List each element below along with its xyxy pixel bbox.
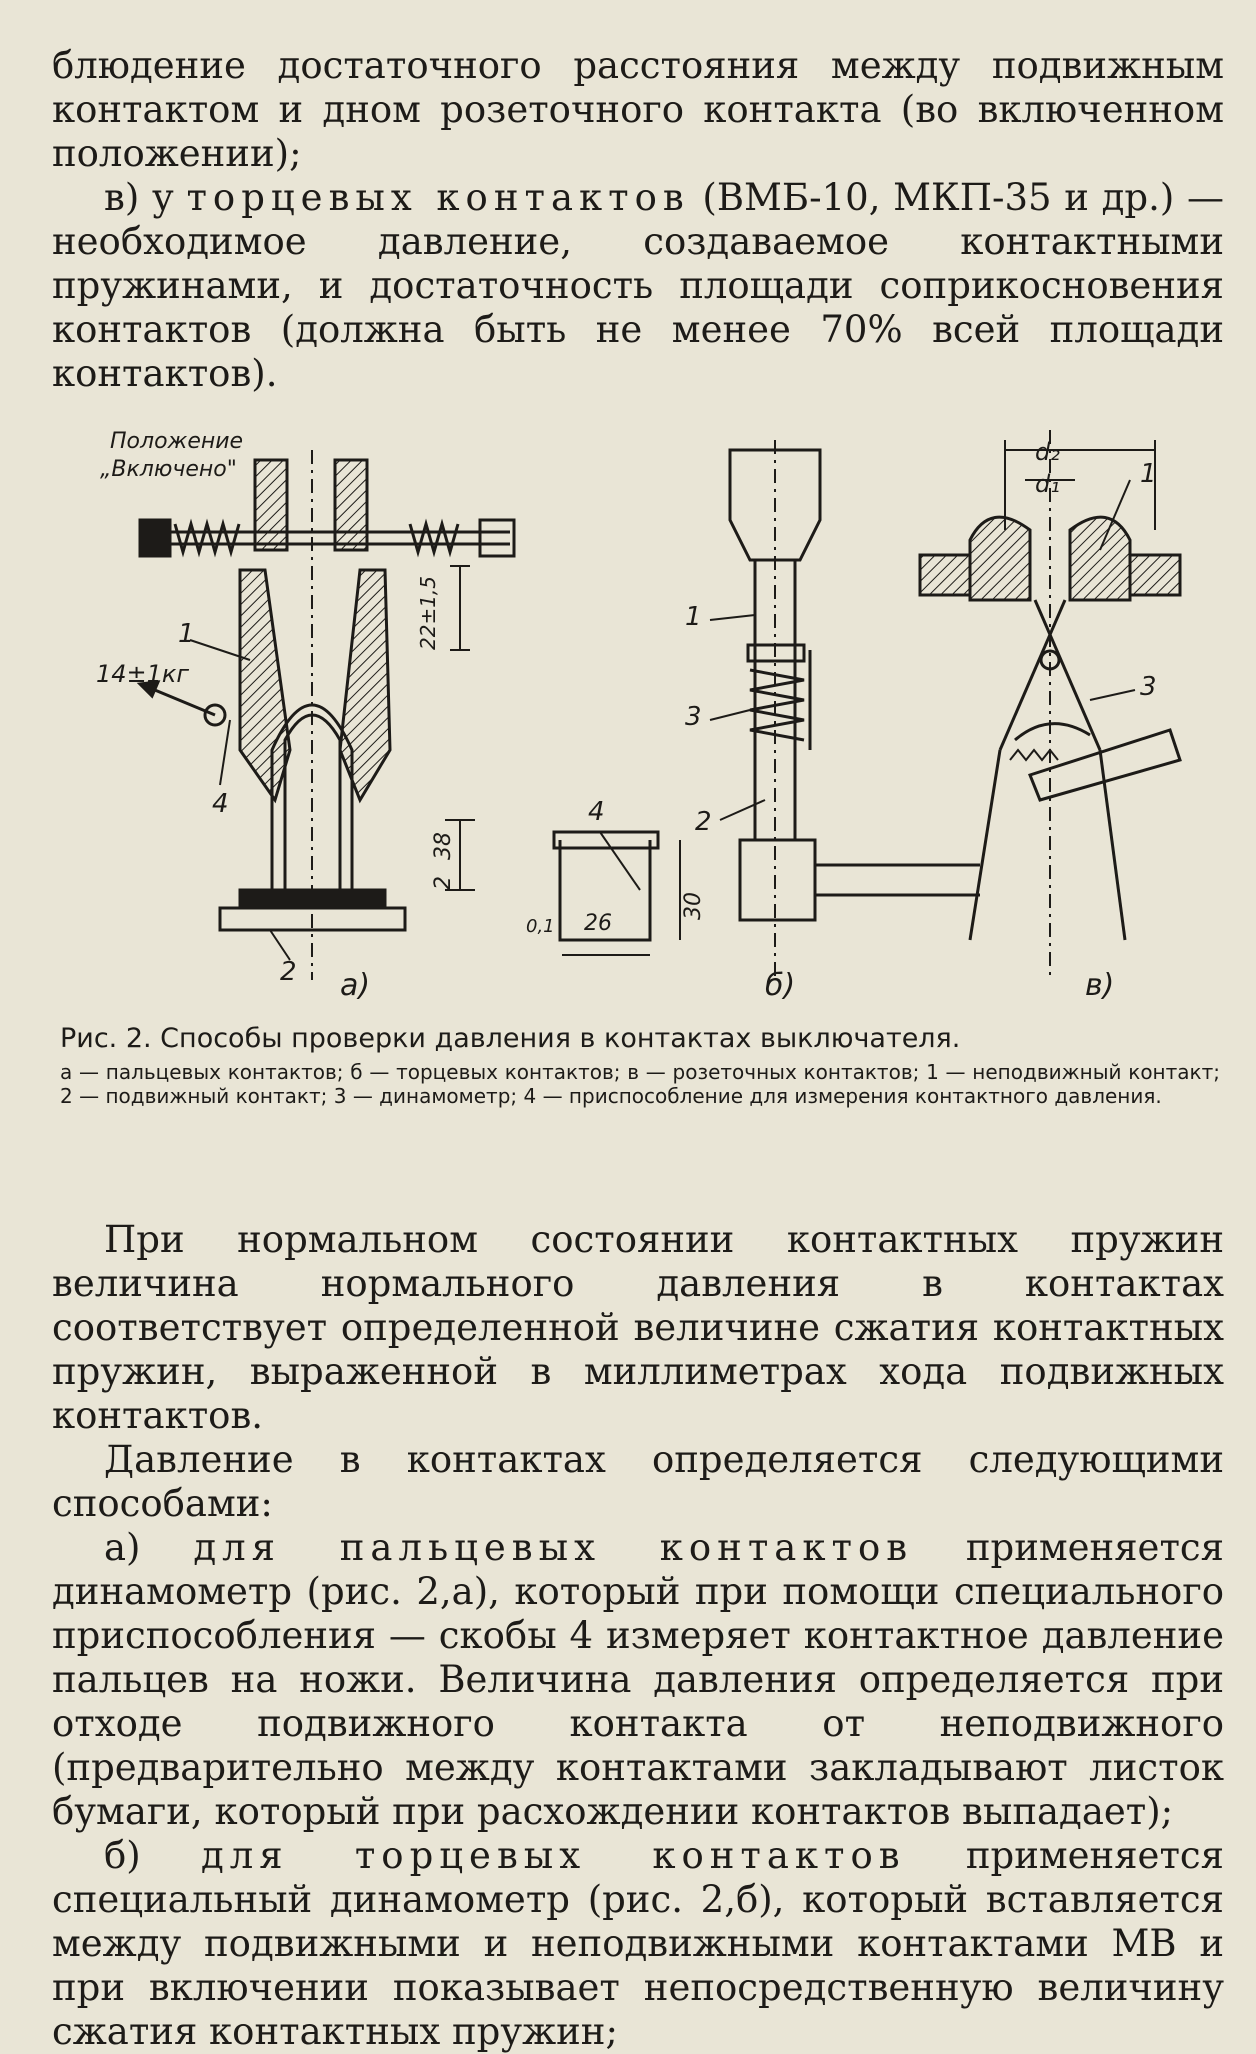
item-body: применяется динамометр (рис. 2,а), котор… bbox=[52, 1526, 1224, 1833]
label-2b: 2 bbox=[695, 807, 712, 837]
paragraph-4: Давление в контактах определяется следую… bbox=[52, 1438, 1224, 1525]
label-3v: 3 bbox=[1140, 672, 1157, 702]
label-force: 14±1кг bbox=[96, 660, 189, 688]
item-prefix: в) у bbox=[104, 176, 187, 219]
spaced-term: для пальцевых контактов bbox=[193, 1526, 914, 1569]
figure-b bbox=[709, 440, 980, 980]
dim-38: 38 bbox=[431, 832, 456, 860]
paragraph-6: б) для торцевых контактов применяется сп… bbox=[52, 1834, 1224, 2054]
paragraph-1: блюдение достаточного расстояния между п… bbox=[52, 44, 1224, 175]
label-1a: 1 bbox=[178, 619, 195, 649]
label-3b: 3 bbox=[685, 702, 702, 732]
item-prefix: б) bbox=[104, 1834, 201, 1877]
figure-drawing: Положение „Включено" 14±1кг 22±1,5 38 2 … bbox=[96, 429, 1182, 1003]
dim-26: 26 bbox=[584, 911, 612, 936]
top-text-block: блюдение достаточного расстояния между п… bbox=[52, 44, 1224, 396]
figure-2: Положение „Включено" 14±1кг 22±1,5 38 2 … bbox=[40, 420, 1220, 1010]
label-position-on: „Включено" bbox=[100, 457, 237, 482]
caption-legend: а — пальцевых контактов; б — торцевых ко… bbox=[60, 1060, 1220, 1108]
label-d1: d₁ bbox=[1035, 470, 1060, 498]
bottom-text-block: При нормальном состоянии контактных пруж… bbox=[52, 1218, 1224, 2054]
label-4c: 4 bbox=[588, 797, 605, 827]
figure-caption: Рис. 2. Способы проверки давления в конт… bbox=[60, 1022, 1220, 1108]
paragraph-5: а) для пальцевых контактов применяется д… bbox=[52, 1526, 1224, 1834]
label-1b: 1 bbox=[685, 602, 702, 632]
spaced-term: для торцевых контактов bbox=[200, 1834, 906, 1877]
dim-2: 2 bbox=[431, 876, 456, 890]
paragraph-2: в) у торцевых контактов (ВМБ-10, МКП-35 … bbox=[52, 176, 1224, 396]
figure-bracket-4 bbox=[552, 830, 681, 956]
sublabel-v: в) bbox=[1085, 968, 1114, 1003]
dim-22: 22±1,5 bbox=[416, 576, 440, 650]
item-body: (ВМБ-10, МКП-35 и др.) — необходимое дав… bbox=[52, 176, 1224, 395]
label-d2: d₂ bbox=[1035, 438, 1060, 466]
figure-v bbox=[918, 430, 1182, 980]
spaced-term: торцевых контактов bbox=[186, 176, 690, 219]
sublabel-a: а) bbox=[340, 968, 370, 1003]
paragraph-3: При нормальном состоянии контактных пруж… bbox=[52, 1218, 1224, 1437]
sublabel-b: б) bbox=[765, 968, 795, 1003]
label-2a: 2 bbox=[280, 957, 297, 987]
item-body: применяется специальный динамометр (рис.… bbox=[52, 1834, 1224, 2053]
label-1v: 1 bbox=[1140, 459, 1157, 489]
caption-title: Рис. 2. Способы проверки давления в конт… bbox=[60, 1023, 961, 1054]
dim-01: 0,1 bbox=[526, 916, 555, 937]
label-4a: 4 bbox=[212, 789, 229, 819]
figure-a bbox=[136, 450, 516, 980]
label-position: Положение bbox=[110, 429, 243, 454]
dim-30: 30 bbox=[681, 892, 706, 920]
item-prefix: а) bbox=[104, 1526, 194, 1569]
